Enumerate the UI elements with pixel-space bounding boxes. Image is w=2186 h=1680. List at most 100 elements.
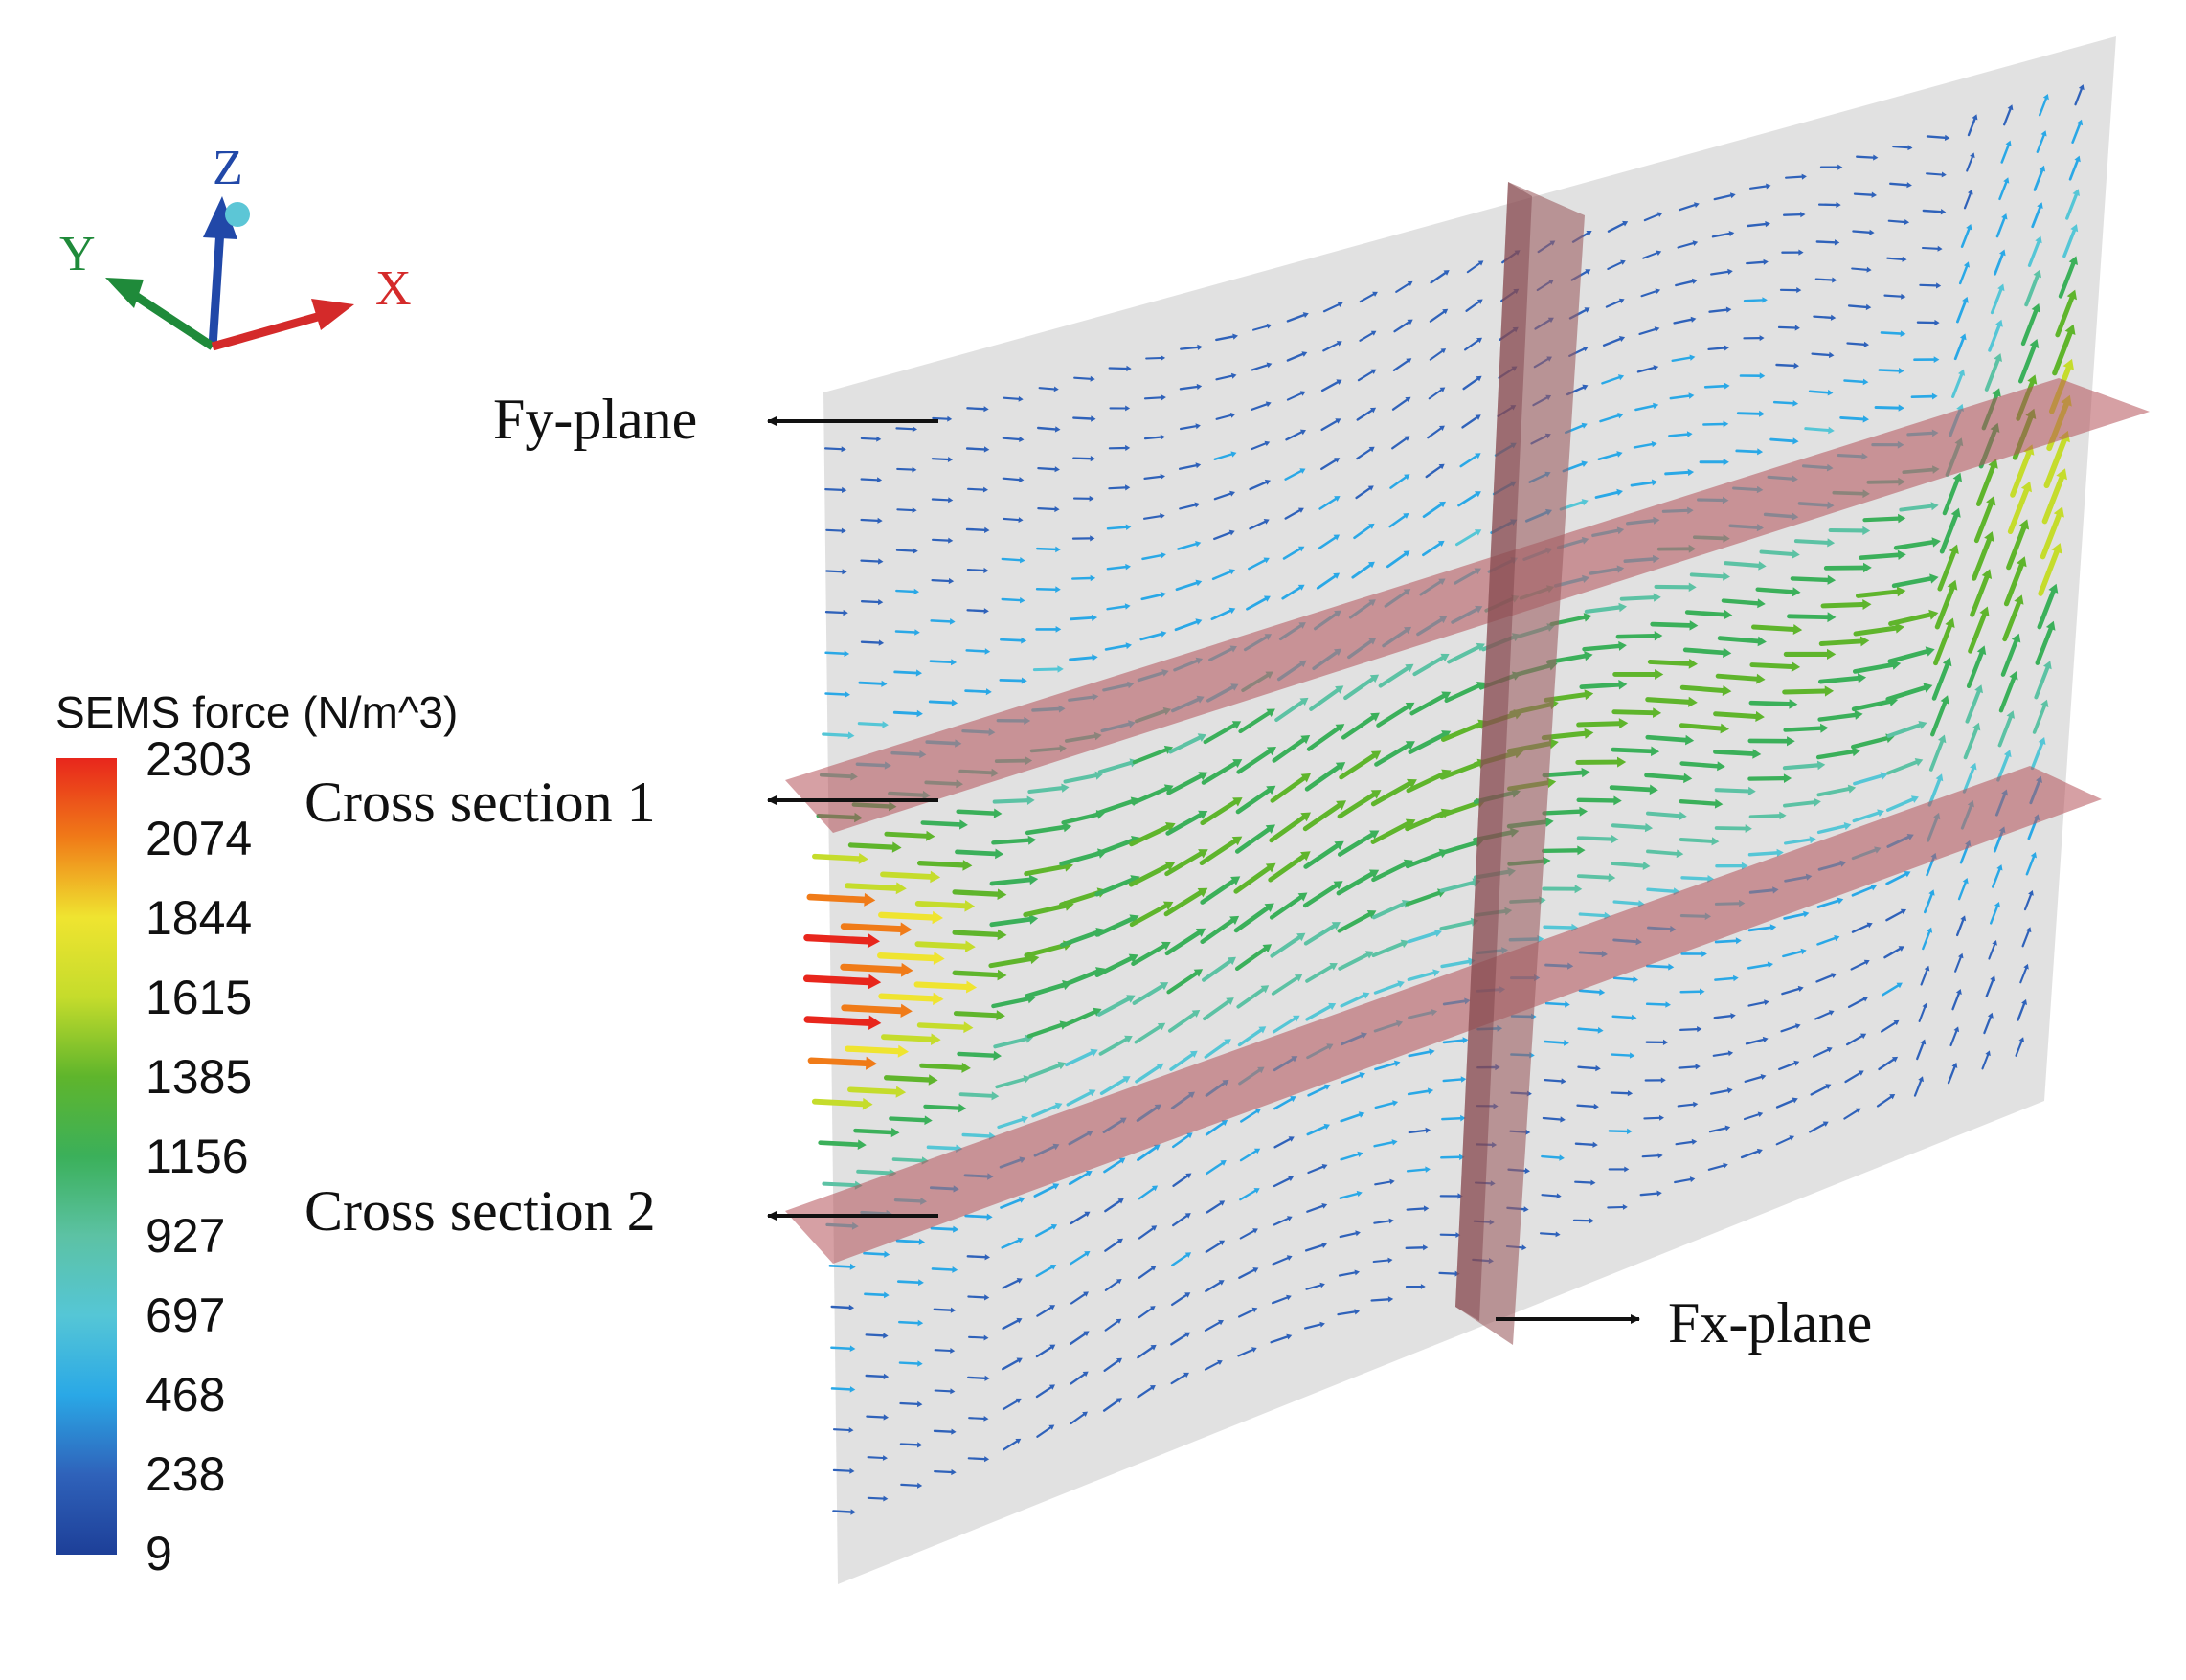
force-vector-head [1792, 437, 1799, 445]
force-vector [1106, 565, 1127, 571]
force-vector-head [1896, 586, 1906, 597]
force-vector [2024, 274, 2040, 307]
force-vector [1881, 984, 1900, 997]
force-vector-head [1857, 673, 1867, 683]
force-vector [1846, 342, 1865, 346]
force-vector-head [1387, 1257, 1393, 1264]
force-vector-head [1893, 1019, 1900, 1026]
force-vector-head [1218, 1280, 1225, 1286]
force-vector-head [1125, 563, 1131, 571]
force-vector-head [1683, 773, 1693, 784]
force-vector-head [1319, 1282, 1325, 1288]
force-vector-head [1764, 999, 1769, 1006]
cross-section-2-label: Cross section 2 [304, 1179, 656, 1243]
force-vector [1439, 920, 1474, 930]
force-vector-head [1880, 772, 1888, 780]
force-vector [1002, 1319, 1020, 1330]
force-vector-head [2040, 699, 2049, 707]
force-vector [1441, 1116, 1462, 1121]
force-vector-head [1265, 862, 1276, 873]
force-vector [1204, 1361, 1220, 1371]
force-vector [1922, 209, 1943, 213]
force-vector [1370, 781, 1412, 807]
force-vector-head [1263, 557, 1270, 564]
force-vector [1003, 517, 1020, 522]
force-vector-head [1055, 546, 1061, 553]
force-vector [853, 1128, 894, 1135]
force-vector [1179, 385, 1199, 391]
force-vector-head [1871, 191, 1877, 198]
force-vector-head [1150, 1306, 1156, 1311]
force-vector-head [1651, 746, 1660, 757]
force-vector [1002, 477, 1021, 482]
force-vector [2021, 930, 2030, 948]
force-vector-head [1161, 941, 1171, 951]
force-vector-head [1759, 335, 1765, 342]
force-vector-head [1020, 596, 1025, 604]
force-vector [1094, 838, 1136, 857]
force-vector [1735, 449, 1759, 454]
force-vector [845, 883, 900, 891]
force-vector [1850, 736, 1889, 750]
force-vector-head [1184, 1292, 1191, 1298]
force-vector-head [1260, 985, 1270, 994]
force-vector-head [1728, 231, 1735, 237]
force-vector [1309, 687, 1340, 711]
force-vector-head [1994, 353, 2002, 362]
force-vector-head [1940, 695, 1949, 705]
force-vector [1104, 1199, 1121, 1213]
force-vector-head [1897, 549, 1906, 560]
force-vector [1108, 367, 1128, 370]
force-vector [1447, 645, 1480, 664]
force-vector-head [1299, 697, 1309, 706]
force-vector-head [1757, 448, 1764, 456]
force-vector [1813, 315, 1833, 319]
force-vector-head [1197, 887, 1208, 898]
force-vector [1815, 750, 1856, 760]
force-vector [1061, 812, 1100, 825]
force-vector-head [1407, 280, 1413, 286]
force-vector [1438, 800, 1480, 818]
x-axis-arrowhead [311, 299, 354, 330]
force-vector [1713, 194, 1732, 201]
force-vector [2033, 168, 2044, 191]
force-vector [1233, 906, 1270, 933]
force-vector [1322, 342, 1340, 352]
force-vector-head [1165, 822, 1176, 832]
force-vector-head [1323, 1123, 1330, 1130]
force-vector [1751, 624, 1796, 632]
force-vector-head [1586, 231, 1592, 236]
force-vector-head [1028, 874, 1039, 885]
force-vector-head [1689, 620, 1699, 631]
force-vector [1853, 625, 1899, 637]
force-vector-head [2006, 710, 2015, 719]
force-vector [1998, 676, 2017, 713]
force-vector [1104, 1280, 1119, 1291]
force-vector-head [1624, 1166, 1630, 1173]
force-vector [1249, 481, 1268, 491]
force-vector-head [1366, 910, 1377, 919]
force-vector [860, 600, 880, 604]
force-vector [914, 941, 969, 950]
force-vector [1689, 572, 1725, 579]
force-vector [1633, 442, 1654, 449]
force-vector-head [1164, 861, 1176, 871]
force-vector [1094, 955, 1134, 977]
force-vector [1248, 559, 1267, 571]
force-vector [1951, 992, 1960, 1011]
force-vector-head [1439, 425, 1445, 431]
force-vector [1582, 643, 1621, 652]
force-vector [1371, 941, 1405, 958]
force-vector [1962, 767, 1975, 794]
force-vector [2038, 97, 2048, 117]
force-vector-head [841, 527, 846, 534]
force-vector [989, 877, 1032, 886]
force-vector-head [1287, 1216, 1293, 1221]
force-vector [1784, 175, 1803, 179]
force-vector-head [1931, 537, 1941, 548]
force-vector-head [1393, 1060, 1401, 1067]
force-vector [1578, 989, 1601, 994]
force-vector [1602, 337, 1622, 347]
force-vector-head [1543, 856, 1551, 866]
force-vector-head [1125, 524, 1132, 530]
